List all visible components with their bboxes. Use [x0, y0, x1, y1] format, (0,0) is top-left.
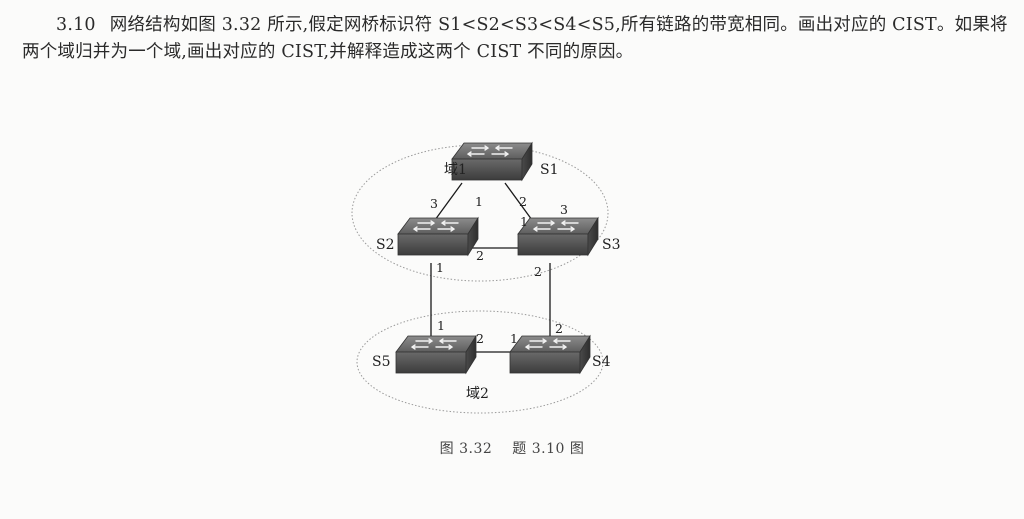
switch-arrows-icon [532, 220, 579, 232]
switch-arrows-icon [524, 338, 571, 350]
switch-arrows-icon [412, 220, 459, 232]
switch-label: S2 [376, 237, 395, 253]
switch-top-face [397, 217, 479, 235]
switch-side-face [579, 334, 591, 375]
question-number: 3.10 [56, 15, 96, 35]
switch-side-face [467, 216, 479, 257]
switch-arrows-icon [466, 145, 513, 157]
port-label: 1 [475, 194, 483, 209]
switch-top-face [451, 142, 533, 160]
switch-label: S1 [540, 162, 559, 178]
domain-ellipse [356, 310, 604, 414]
port-label: 2 [534, 264, 542, 279]
switch-front-face [395, 351, 467, 374]
network-topology-figure: 域1 域2 S1 S2 S3 S5 S4 1 3 2 3 2 1 1 2 1 2… [351, 141, 621, 414]
question-text: 网络结构如图 3.32 所示,假定网桥标识符 S1<S2<S3<S4<S5,所有… [22, 15, 1008, 62]
switch-top-face [395, 335, 477, 353]
switch-s3 [517, 216, 599, 257]
switch-s2 [397, 216, 479, 257]
link-line [504, 182, 533, 221]
figure-caption: 图 3.32 题 3.10 图 [0, 438, 1024, 458]
switch-s5 [395, 334, 477, 375]
port-label: 2 [555, 321, 563, 336]
domain-label: 域1 [444, 162, 467, 178]
switch-label: S3 [602, 237, 621, 253]
domain-label: 域2 [466, 386, 489, 402]
port-label: 1 [437, 318, 445, 333]
switch-top-face [517, 217, 599, 235]
switch-arrows-icon [410, 338, 457, 350]
port-label: 1 [436, 260, 444, 275]
port-label: 1 [520, 214, 528, 229]
switch-s1 [451, 141, 533, 182]
switch-s4 [509, 334, 591, 375]
figure-number: 图 3.32 [439, 441, 493, 457]
port-label: 3 [430, 196, 438, 211]
switch-front-face [517, 233, 589, 256]
domain-ellipse [351, 144, 609, 282]
port-label: 1 [510, 331, 518, 346]
port-label: 2 [476, 331, 484, 346]
switch-front-face [397, 233, 469, 256]
links-layer [430, 182, 551, 353]
switch-front-face [509, 351, 581, 374]
link-line [434, 182, 463, 221]
port-label: 2 [519, 194, 527, 209]
switch-side-face [465, 334, 477, 375]
figure-title: 题 3.10 图 [512, 441, 585, 457]
switch-side-face [521, 141, 533, 182]
switch-top-face [509, 335, 591, 353]
port-label: 3 [560, 202, 568, 217]
switch-side-face [587, 216, 599, 257]
switch-label: S5 [372, 354, 391, 370]
port-label: 2 [476, 248, 484, 263]
switch-label: S4 [592, 354, 611, 370]
